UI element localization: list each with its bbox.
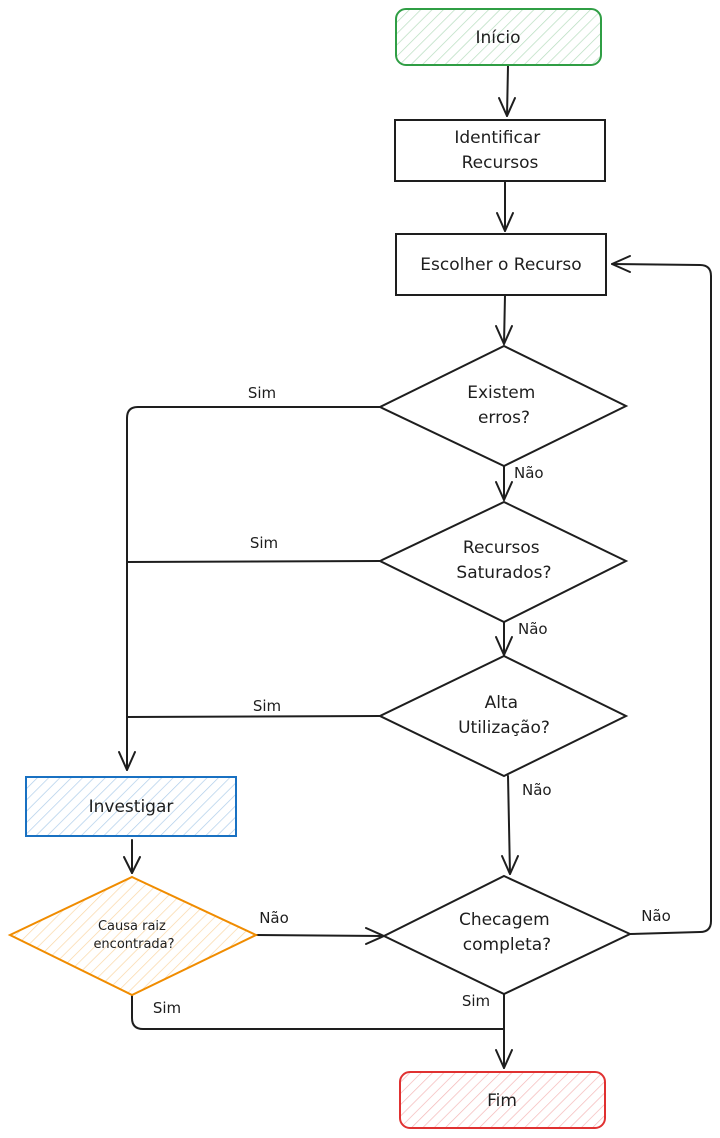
edge-utilizacao-investigar: [126, 715, 381, 718]
decision-erros-label: Existem erros?: [467, 383, 540, 428]
node-identificar-recursos: Identificar Recursos: [394, 119, 606, 182]
arrowhead-icon: [123, 856, 141, 874]
decision-causa-label: Causa raiz encontrada?: [93, 919, 174, 952]
node-escolher-label: Escolher o Recurso: [420, 255, 581, 275]
edge-label-saturados-nao: Não: [518, 620, 548, 638]
decision-saturados-shape: [377, 500, 629, 624]
decision-saturados-label: Recursos Saturados?: [456, 538, 551, 583]
edge-label-causa-nao: Não: [259, 909, 289, 927]
node-inicio-label: Início: [476, 28, 521, 48]
decision-checagem-label: Checagem completa?: [459, 910, 555, 955]
node-investigar: Investigar: [25, 776, 237, 837]
arrowhead-icon: [495, 325, 513, 345]
decision-checagem-completa: Checagem completa?: [381, 874, 633, 996]
node-inicio: Início: [395, 8, 602, 66]
edge-label-erros-nao: Não: [514, 464, 544, 482]
decision-existem-erros: Existem erros?: [377, 344, 629, 468]
node-escolher-shape: [395, 233, 607, 296]
node-inicio-shape: [395, 8, 602, 66]
decision-causa-raiz: Causa raiz encontrada?: [7, 875, 259, 997]
node-fim-shape: [399, 1071, 606, 1129]
edge-label-checagem-sim: Sim: [462, 992, 490, 1010]
edge-causa-checagem: [255, 934, 385, 937]
edge-label-utilizacao-sim: Sim: [253, 697, 281, 715]
arrowhead-icon: [495, 481, 513, 501]
arrowhead-icon: [495, 1049, 513, 1069]
node-investigar-label: Investigar: [89, 797, 174, 817]
edge-escolher-erros: [503, 294, 506, 345]
decision-recursos-saturados: Recursos Saturados?: [377, 500, 629, 624]
edge-causa-fim: [131, 995, 505, 1030]
decision-causa-shape: [7, 875, 259, 997]
edge-labels: Sim Não Sim Não Sim Não Não Sim Não Sim: [153, 384, 671, 1017]
decision-utilizacao-label: Alta Utilização?: [458, 693, 550, 738]
edge-label-utilizacao-nao: Não: [522, 781, 552, 799]
decision-alta-utilizacao: Alta Utilização?: [377, 654, 629, 778]
node-investigar-shape: [25, 776, 237, 837]
arrowhead-icon: [498, 97, 516, 117]
edge-label-erros-sim: Sim: [248, 384, 276, 402]
edge-saturados-investigar: [126, 560, 381, 563]
edge-label-checagem-nao: Não: [641, 907, 671, 925]
node-fim-label: Fim: [487, 1091, 517, 1111]
decision-checagem-shape: [381, 874, 633, 996]
edge-inicio-identificar: [506, 65, 509, 117]
edge-label-saturados-sim: Sim: [250, 534, 278, 552]
edge-erros-investigar: [126, 406, 381, 771]
edge-utilizacao-checagem: [507, 775, 511, 875]
node-identificar-shape: [394, 119, 606, 182]
edge-checagem-escolher: [611, 263, 712, 935]
node-escolher-recurso: Escolher o Recurso: [395, 233, 607, 296]
node-fim: Fim: [399, 1071, 606, 1129]
node-identificar-label: Identificar Recursos: [454, 128, 545, 173]
connectors: [118, 65, 712, 1069]
arrowhead-icon: [496, 212, 514, 232]
arrowhead-icon: [118, 751, 136, 771]
decision-erros-shape: [377, 344, 629, 468]
arrowhead-icon: [611, 255, 631, 273]
arrowhead-icon: [501, 855, 519, 875]
decision-utilizacao-shape: [377, 654, 629, 778]
edge-label-causa-sim: Sim: [153, 999, 181, 1017]
